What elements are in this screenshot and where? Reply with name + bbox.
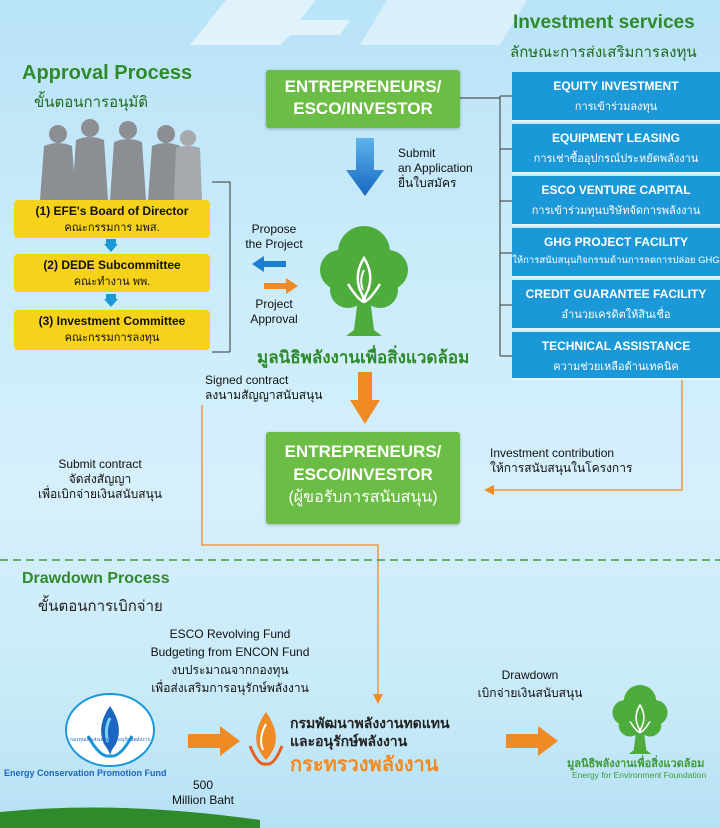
- submit-contract-line3: เพื่อเบิกจ่ายเงินสนับสนุน: [37, 487, 163, 501]
- contribution-line2: ให้การสนับสนุนในโครงการ: [490, 461, 633, 475]
- service-label-th: อำนวยเครดิตให้สินเชื่อ: [561, 309, 671, 321]
- contribution-line1: Investment contribution: [490, 446, 615, 460]
- approval-step-1: (1) EFE's Board of Director คณะกรรมการ ม…: [14, 200, 210, 238]
- propose-label: Propose the Project: [238, 222, 310, 252]
- fund-amount: 500 Million Baht: [158, 778, 248, 808]
- step-label-th: คณะกรรมการลงทุน: [64, 332, 160, 344]
- fund-line1: ESCO Revolving Fund: [169, 627, 291, 641]
- approval-line2: Approval: [250, 312, 298, 326]
- submit-line1: Submit: [398, 146, 436, 160]
- business-people-icon: [40, 119, 202, 200]
- service-label: EQUIPMENT LEASING: [551, 131, 680, 145]
- signed-line2: ลงนามสัญญาสนับสนุน: [205, 388, 323, 402]
- drawdown-arrow-icon-2: [506, 726, 558, 756]
- investment-subtitle: ลักษณะการส่งเสริมการลงทุน: [510, 44, 697, 61]
- fund-label: ESCO Revolving Fund Budgeting from ENCON…: [130, 625, 330, 697]
- service-label: EQUITY INVESTMENT: [553, 79, 679, 93]
- fund-line4: เพื่อส่งเสริมการอนุรักษ์พลังงาน: [151, 681, 309, 695]
- service-credit-guarantee: CREDIT GUARANTEE FACILITY อำนวยเครดิตให้…: [512, 280, 720, 330]
- drawdown-title: Drawdown Process: [22, 570, 170, 587]
- efe-logo-th: มูลนิธิพลังงานเพื่อสิ่งแวดล้อม: [567, 758, 705, 770]
- approval-title: Approval Process: [22, 62, 193, 84]
- service-label-th: การเช่าซื้ออุปกรณ์ประหยัดพลังงาน: [533, 153, 699, 165]
- encon-caption: Energy Conservation Promotion Fund: [4, 768, 167, 778]
- foundation-tree-icon: [320, 226, 408, 336]
- service-technical-assistance: TECHNICAL ASSISTANCE ความช่วยเหลือด้านเท…: [512, 332, 720, 380]
- drawdown-subtitle: ขั้นตอนการเบิกจ่าย: [38, 598, 163, 615]
- service-label-th: การเข้าร่วมลงทุน: [574, 101, 658, 113]
- down-arrow-icon: [104, 239, 118, 252]
- service-label: TECHNICAL ASSISTANCE: [541, 339, 691, 353]
- service-ghg-project-facility: GHG PROJECT FACILITY ให้การสนับสนุนกิจกร…: [512, 228, 720, 278]
- service-equity-investment: EQUITY INVESTMENT การเข้าร่วมลงทุน: [512, 72, 720, 122]
- dede-flame-icon: [248, 712, 284, 766]
- amount-line1: 500: [192, 778, 214, 792]
- service-label-th: การเข้าร่วมทุนบริษัทจัดการพลังงาน: [531, 205, 701, 217]
- approval-subtitle: ขั้นตอนการอนุมัติ: [34, 94, 148, 111]
- down-arrow-icon: [104, 294, 118, 307]
- efe-tree-logo: [612, 685, 668, 754]
- drawdown-arrow-icon-1: [188, 726, 240, 756]
- watermark: [150, 0, 570, 50]
- step-label: (3) Investment Committee: [38, 314, 186, 328]
- ministry-line3: กระทรวงพลังงาน: [290, 754, 439, 776]
- step-label-th: คณะกรรมการ มพส.: [64, 222, 160, 234]
- fund-line3: งบประมาณจากกองทุน: [171, 663, 289, 677]
- approval-step-3: (3) Investment Committee คณะกรรมการลงทุน: [14, 310, 210, 350]
- entrepreneur-line2: ESCO/INVESTOR: [293, 99, 433, 118]
- foundation-name: มูลนิธิพลังงานเพื่อสิ่งแวดล้อม: [257, 348, 470, 367]
- entrepreneur-line1: ENTREPRENEURS/: [284, 77, 442, 96]
- submit-contract-line2: จัดส่งสัญญา: [68, 472, 132, 486]
- efe-logo-en: Energy for Environment Foundation: [572, 770, 707, 780]
- entrepreneur-mid-line3: (ผู้ขอรับการสนับสนุน): [288, 489, 438, 506]
- step-label: (2) DEDE Subcommittee: [43, 258, 181, 272]
- encon-logo-ring-text: กองทุนเพื่อส่งเสริมการอนุรักษ์พลังงาน: [70, 737, 150, 743]
- investment-title: Investment services: [513, 12, 695, 33]
- bottom-wave: [0, 807, 260, 828]
- service-esco-venture-capital: ESCO VENTURE CAPITAL การเข้าร่วมทุนบริษั…: [512, 176, 720, 226]
- drawdown-line2: เบิกจ่ายเงินสนับสนุน: [477, 686, 583, 700]
- step-label-th: คณะทำงาน พพ.: [73, 276, 151, 288]
- submit-contract-line1: Submit contract: [58, 457, 142, 471]
- fund-line2: Budgeting from ENCON Fund: [150, 645, 310, 659]
- submit-line3: ยื่นใบสมัคร: [398, 176, 457, 190]
- service-equipment-leasing: EQUIPMENT LEASING การเช่าซื้ออุปกรณ์ประห…: [512, 124, 720, 174]
- project-approval-label: Project Approval: [238, 297, 310, 327]
- service-label-th: ความช่วยเหลือด้านเทคนิค: [553, 361, 679, 373]
- service-label: CREDIT GUARANTEE FACILITY: [525, 287, 707, 301]
- approval-step-2: (2) DEDE Subcommittee คณะทำงาน พพ.: [14, 254, 210, 292]
- signed-arrow-icon: [350, 372, 380, 424]
- submit-arrow-icon: [346, 138, 384, 196]
- entrepreneur-box-middle: ENTREPRENEURS/ ESCO/INVESTOR (ผู้ขอรับกา…: [266, 432, 460, 524]
- exchange-arrows-icon: [252, 256, 298, 294]
- signed-contract-label: Signed contract ลงนามสัญญาสนับสนุน: [205, 373, 322, 403]
- submit-contract-label: Submit contract จัดส่งสัญญา เพื่อเบิกจ่า…: [30, 457, 170, 502]
- drawdown-line1: Drawdown: [501, 668, 559, 682]
- entrepreneur-mid-line2: ESCO/INVESTOR: [293, 465, 433, 484]
- ministry-line1: กรมพัฒนาพลังงานทดแทน: [290, 715, 450, 731]
- ministry-line2: และอนุรักษ์พลังงาน: [290, 733, 408, 749]
- investment-contribution-label: Investment contribution ให้การสนับสนุนใน…: [490, 446, 632, 476]
- propose-line1: Propose: [251, 222, 297, 236]
- drawdown-label: Drawdown เบิกจ่ายเงินสนับสนุน: [470, 666, 590, 702]
- submit-line2: an Application: [398, 161, 473, 175]
- step-label: (1) EFE's Board of Director: [35, 204, 189, 218]
- entrepreneur-box-top: ENTREPRENEURS/ ESCO/INVESTOR: [266, 70, 460, 128]
- submit-application-label: Submit an Application ยื่นใบสมัคร: [398, 146, 473, 191]
- service-label: GHG PROJECT FACILITY: [543, 235, 688, 249]
- approval-line1: Project: [255, 297, 293, 311]
- signed-line1: Signed contract: [205, 373, 289, 387]
- entrepreneur-mid-line1: ENTREPRENEURS/: [284, 442, 442, 461]
- amount-line2: Million Baht: [171, 793, 235, 807]
- propose-line2: the Project: [245, 237, 303, 251]
- service-label: ESCO VENTURE CAPITAL: [541, 183, 691, 197]
- service-label-th: ให้การสนับสนุนกิจกรรมด้านการลดการปล่อย G…: [512, 255, 720, 266]
- encon-fund-logo: [65, 693, 155, 767]
